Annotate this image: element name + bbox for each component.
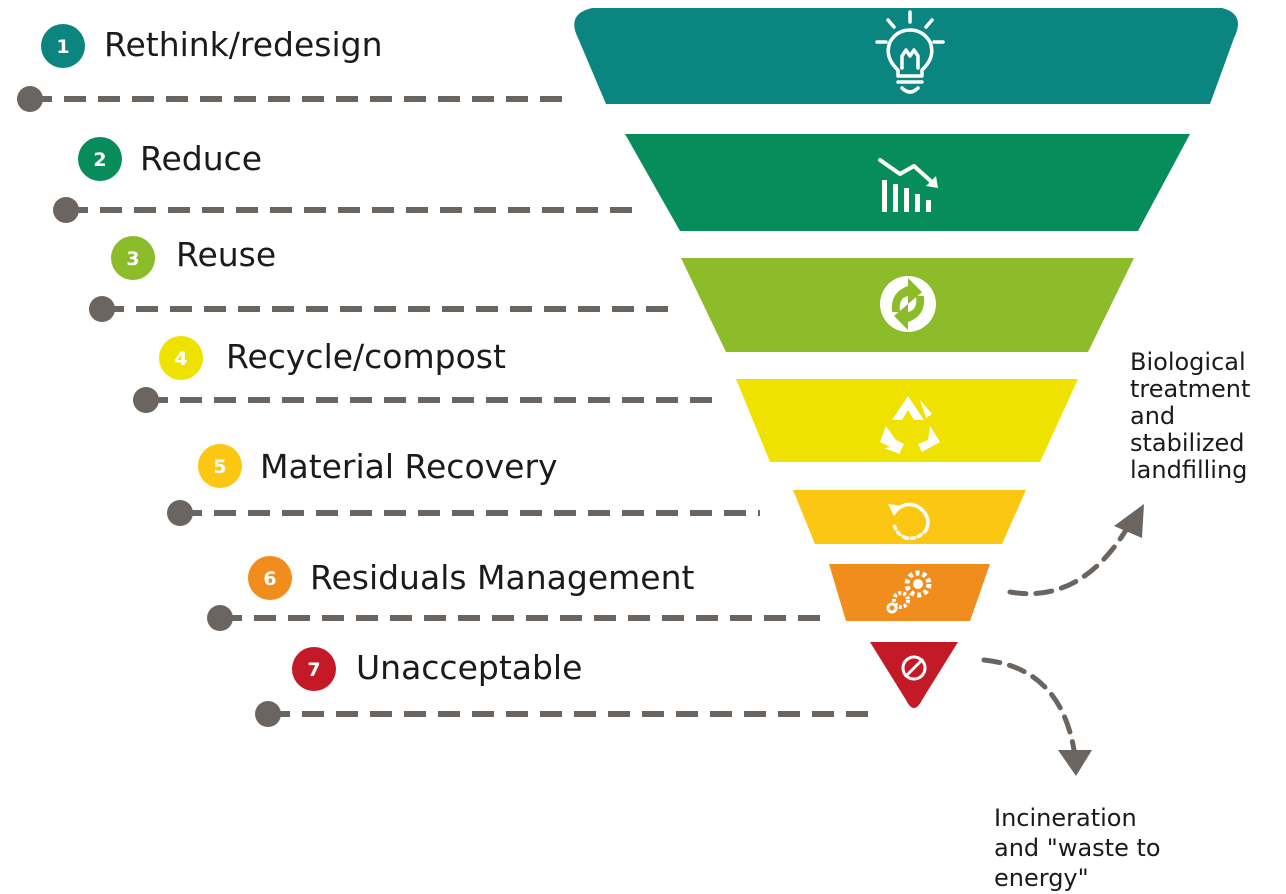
level-badge-4	[159, 336, 203, 380]
level-4: 4 Recycle/compost	[159, 336, 506, 380]
biological-arrow	[1007, 504, 1144, 597]
level-badge-1	[41, 24, 85, 68]
level-number: 3	[126, 248, 139, 270]
level-label: Material Recovery	[260, 447, 558, 486]
level-3: 3 Reuse	[111, 235, 276, 280]
note-line: and	[1130, 402, 1175, 430]
level-number: 4	[174, 348, 187, 370]
level-label: Rethink/redesign	[104, 25, 383, 64]
note-line: treatment	[1130, 375, 1250, 403]
funnel	[574, 8, 1238, 708]
incineration-note: Incineration and "waste to energy"	[994, 804, 1161, 892]
level-label: Residuals Management	[310, 558, 694, 597]
level-number: 2	[93, 149, 106, 171]
level-7: 7 Unacceptable	[292, 647, 582, 691]
arrowhead-up	[1114, 504, 1144, 538]
level-2: 2 Reduce	[78, 137, 262, 181]
level-label: Unacceptable	[356, 648, 582, 687]
arrowhead-down	[1058, 750, 1092, 776]
declining-bar-chart-icon	[878, 158, 938, 212]
funnel-segment-6	[829, 564, 990, 621]
level-label: Reduce	[140, 139, 262, 178]
level-5: 5 Material Recovery	[198, 444, 558, 488]
note-line: landfilling	[1130, 456, 1247, 484]
level-1: 1 Rethink/redesign	[41, 24, 383, 68]
funnel-segment-7	[870, 642, 958, 708]
recycle-icon	[880, 396, 940, 454]
gears-icon	[886, 570, 932, 614]
recovery-arrow-icon	[888, 502, 930, 541]
level-badge-5	[198, 444, 242, 488]
level-number: 6	[263, 568, 276, 590]
level-badge-6	[248, 556, 292, 600]
incineration-arrow	[981, 657, 1092, 776]
level-labels: 1 Rethink/redesign 2 Reduce 3 Reuse 4 Re…	[41, 24, 694, 691]
level-6: 6 Residuals Management	[248, 556, 694, 600]
level-label: Reuse	[176, 235, 276, 274]
level-label: Recycle/compost	[226, 337, 506, 376]
note-line: energy"	[994, 864, 1089, 892]
level-badge-2	[78, 137, 122, 181]
funnel-segment-5	[793, 490, 1026, 544]
funnel-segment-1	[574, 8, 1238, 104]
level-number: 1	[56, 36, 69, 58]
reuse-cycle-icon	[880, 276, 936, 332]
biological-treatment-note: Biological treatment and stabilized land…	[1130, 348, 1250, 484]
funnel-segment-4	[736, 379, 1078, 462]
note-line: stabilized	[1130, 429, 1244, 457]
note-line: Biological	[1130, 348, 1246, 376]
note-line: and "waste to	[994, 834, 1161, 862]
leader-lines	[17, 86, 878, 727]
level-badge-7	[292, 647, 336, 691]
level-badge-3	[111, 236, 155, 280]
level-number: 7	[307, 659, 320, 681]
prohibited-icon	[901, 655, 927, 681]
lightbulb-icon	[875, 10, 945, 94]
level-number: 5	[213, 456, 226, 478]
funnel-segment-2	[625, 134, 1190, 231]
note-line: Incineration	[994, 804, 1137, 832]
